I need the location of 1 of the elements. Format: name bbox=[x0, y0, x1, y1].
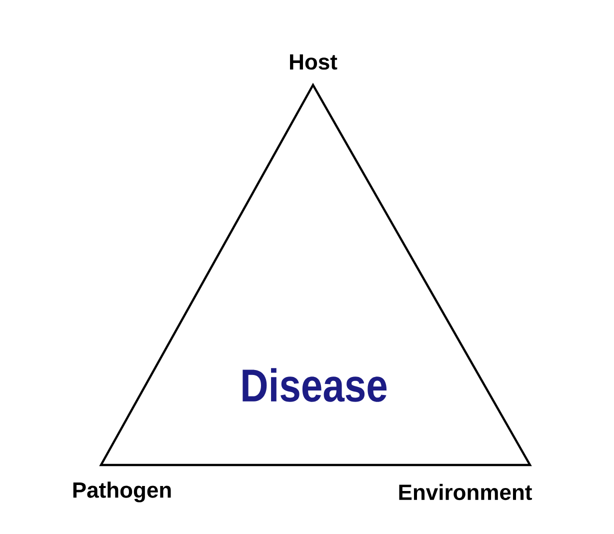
vertex-label: Pathogen bbox=[73, 482, 171, 502]
